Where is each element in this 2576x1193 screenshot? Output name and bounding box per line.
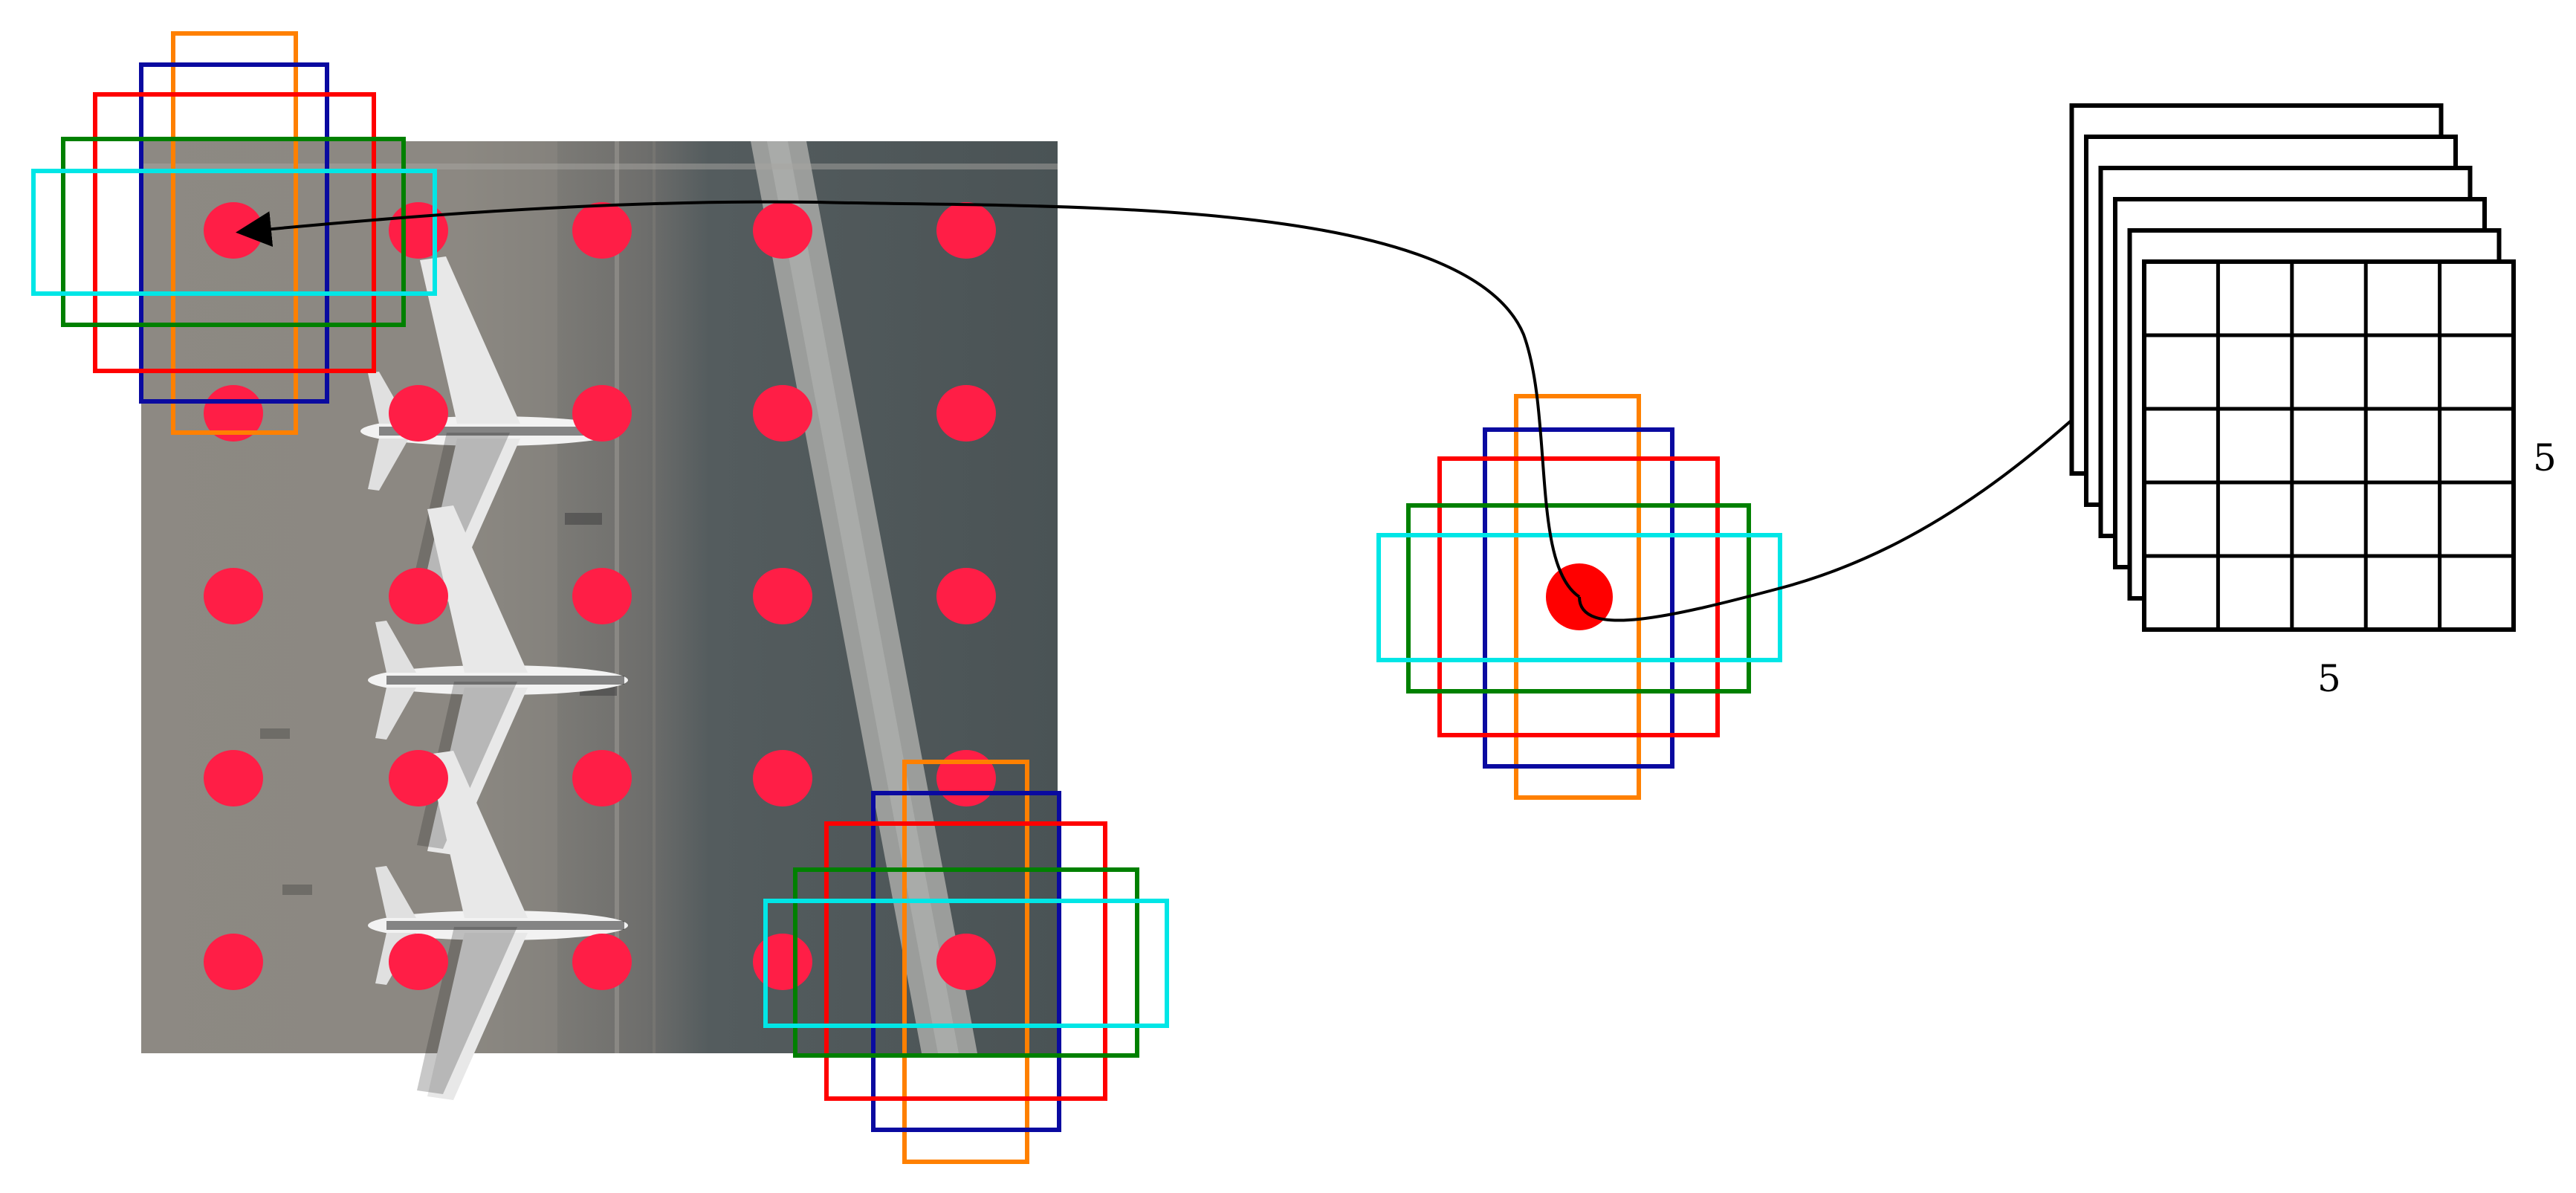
- anchor-point: [753, 568, 812, 624]
- anchor-point: [389, 385, 448, 442]
- anchor-point: [389, 934, 448, 990]
- anchor-point: [572, 750, 632, 806]
- arrow-curve-to-anchor: [236, 200, 1581, 598]
- anchor-point-grid: [204, 202, 996, 990]
- anchor-boxes-bottom-right: [763, 760, 1169, 1164]
- anchor-point: [204, 568, 263, 624]
- anchor-point: [936, 568, 996, 624]
- anchor-point: [936, 750, 996, 806]
- feature-map-front-layer: [2142, 259, 2516, 632]
- anchor-boxes-center-detail: [1376, 394, 1782, 800]
- feature-map-height-label: 5: [2533, 436, 2557, 479]
- anchor-point: [572, 385, 632, 442]
- anchor-point: [204, 934, 263, 990]
- anchor-point: [936, 385, 996, 442]
- anchor-point: [572, 934, 632, 990]
- anchor-point: [753, 202, 812, 259]
- anchor-point: [204, 750, 263, 806]
- anchor-point: [936, 934, 996, 990]
- anchor-point: [389, 202, 448, 259]
- anchor-point: [753, 750, 812, 806]
- anchor-boxes-top-left: [31, 31, 437, 435]
- anchor-point: [389, 568, 448, 624]
- anchor-point: [936, 202, 996, 259]
- anchor-point: [572, 202, 632, 259]
- anchor-point: [572, 568, 632, 624]
- anchor-point: [753, 934, 812, 990]
- feature-map-stack: [2069, 103, 2516, 632]
- anchor-point: [389, 750, 448, 806]
- feature-map-width-label: 5: [2317, 657, 2341, 700]
- anchor-point: [753, 385, 812, 442]
